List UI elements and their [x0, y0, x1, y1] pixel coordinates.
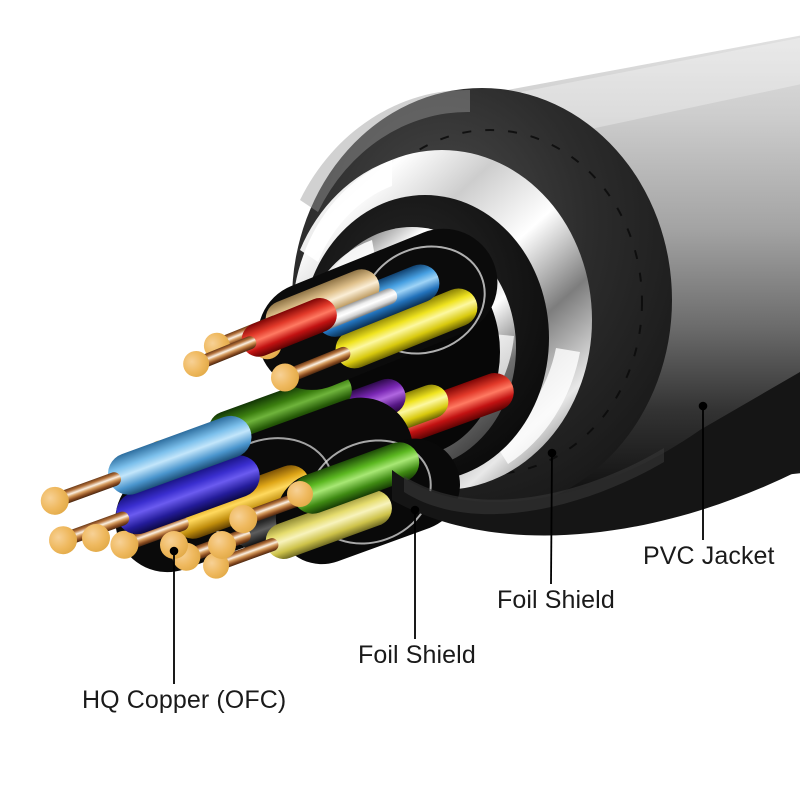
copper-tip [82, 524, 110, 552]
wire-yellow-upper [270, 288, 478, 392]
copper-tip [270, 363, 299, 392]
copper-tip [208, 531, 236, 559]
callout-label-foil-shield-outer: Foil Shield [497, 586, 615, 614]
copper-tip [160, 531, 188, 559]
callout-label-foil-shield-inner: Foil Shield [358, 641, 476, 669]
copper-tip [110, 530, 139, 559]
leader-line-foil-shield-outer [550, 452, 553, 585]
callout-leader-lines [169, 401, 708, 684]
pvc-jacket-foreground-lip [392, 372, 800, 536]
wire-gold-lower [110, 465, 310, 559]
copper-tip [183, 350, 210, 377]
leader-anchor-foil-shield-outer [547, 448, 557, 458]
leader-anchor-foil-shield-inner [410, 505, 420, 515]
wire-bundle-upper [183, 228, 498, 392]
leader-anchor-pvc-jacket [698, 401, 708, 411]
callout-label-hq-copper: HQ Copper (OFC) [82, 686, 287, 714]
wire-bundle-lower-left [40, 397, 413, 573]
wire-bundle-lower-right [203, 438, 460, 579]
copper-tip [229, 505, 258, 534]
copper-tip [203, 552, 230, 579]
wire-light-blue [40, 415, 252, 515]
copper-tip [287, 481, 313, 507]
leader-anchor-hq-copper [169, 546, 179, 556]
copper-tip [40, 486, 69, 515]
callout-label-pvc-jacket: PVC Jacket [643, 542, 775, 570]
wire-pale-yellow [203, 490, 392, 579]
wire-red-upper [183, 298, 337, 377]
copper-tip [49, 526, 78, 555]
